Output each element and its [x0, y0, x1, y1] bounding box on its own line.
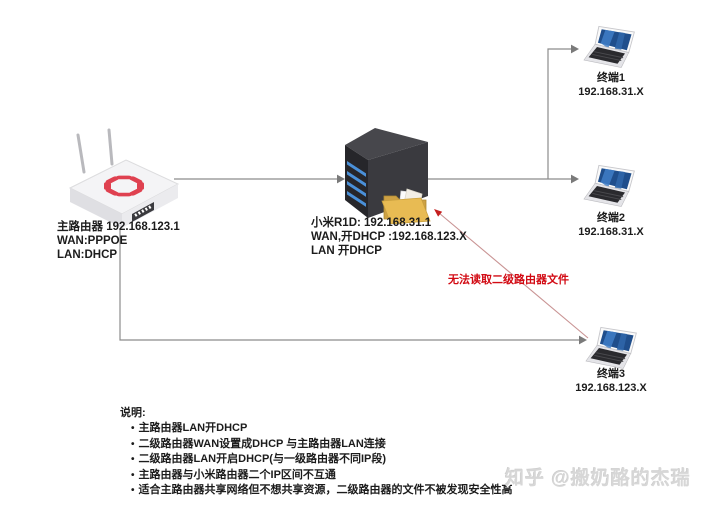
- connector-server-to-terminal2: [424, 174, 579, 184]
- antenna-icon: [76, 133, 86, 174]
- terminal1-name: 终端1: [596, 72, 626, 84]
- terminal2-ip: 192.168.31.X: [578, 226, 644, 238]
- note-item: •二级路由器WAN设置成DHCP 与主路由器LAN连接: [131, 437, 513, 452]
- connector-router-to-server: [174, 174, 345, 184]
- arrowhead-to-terminal2: [571, 174, 579, 184]
- note-item: •适合主路由器共享网络但不想共享资源，二级路由器的文件不被发现安全性高: [131, 483, 513, 498]
- note-item: •主路由器LAN开DHCP: [131, 421, 513, 436]
- zhihu-watermark: 知乎 @搬奶酪的杰瑞: [505, 468, 691, 489]
- secondary-router-title: 小米R1D: 192.168.31.1: [311, 217, 432, 229]
- bullet-icon: •: [131, 423, 135, 435]
- main-router-lan: LAN:DHCP: [57, 249, 118, 261]
- laptop-icon: [583, 164, 639, 208]
- terminal3-name: 终端3: [596, 368, 626, 380]
- connector-router-to-terminal3: [119, 228, 587, 345]
- shared-folder-icon: [381, 188, 431, 225]
- main-router-wan: WAN:PPPOE: [57, 235, 128, 247]
- note-item: •二级路由器LAN开启DHCP(与一级路由器不同IP段): [131, 452, 513, 467]
- error-arrow: [434, 209, 589, 339]
- connector-server-to-terminal1: [547, 44, 579, 179]
- arrowhead-to-server: [337, 174, 345, 184]
- secondary-router-wan: WAN,开DHCP :192.168.123.X: [311, 231, 467, 243]
- bullet-icon: •: [131, 438, 135, 450]
- note-text: 二级路由器LAN开启DHCP(与一级路由器不同IP段): [138, 453, 387, 466]
- secondary-router-label: 小米R1D: 192.168.31.1 WAN,开DHCP :192.168.1…: [311, 216, 467, 258]
- note-text: 主路由器与小米路由器二个IP区间不互通: [138, 468, 336, 481]
- bullet-icon: •: [131, 469, 135, 481]
- note-text: 适合主路由器共享网络但不想共享资源，二级路由器的文件不被发现安全性高: [138, 484, 513, 497]
- notes-title: 说明:: [120, 407, 146, 419]
- terminal3-ip: 192.168.123.X: [575, 382, 647, 394]
- terminal2-label: 终端2 192.168.31.X: [561, 212, 661, 239]
- laptop-icon: [583, 25, 639, 69]
- note-text: 二级路由器WAN设置成DHCP 与主路由器LAN连接: [138, 437, 386, 450]
- bullet-icon: •: [131, 454, 135, 466]
- laptop-icon: [585, 326, 641, 370]
- terminal3-label: 终端3 192.168.123.X: [561, 368, 661, 395]
- bullet-icon: •: [131, 485, 135, 497]
- main-router-title: 主路由器 192.168.123.1: [57, 221, 180, 233]
- terminal2-name: 终端2: [596, 212, 626, 224]
- error-arrowhead: [434, 209, 443, 217]
- wireless-router-icon: [62, 128, 182, 230]
- error-annotation: 无法读取二级路由器文件: [448, 274, 569, 286]
- terminal1-ip: 192.168.31.X: [578, 86, 644, 98]
- note-item: •主路由器与小米路由器二个IP区间不互通: [131, 468, 513, 483]
- notes-list: •主路由器LAN开DHCP •二级路由器WAN设置成DHCP 与主路由器LAN连…: [120, 421, 513, 498]
- note-text: 主路由器LAN开DHCP: [138, 422, 248, 435]
- notes-block: 说明: •主路由器LAN开DHCP •二级路由器WAN设置成DHCP 与主路由器…: [120, 406, 513, 498]
- main-router-label: 主路由器 192.168.123.1 WAN:PPPOE LAN:DHCP: [57, 220, 180, 262]
- arrowhead-to-terminal1: [571, 44, 579, 54]
- arrowhead-to-terminal3: [579, 335, 587, 345]
- antenna-icon: [107, 128, 114, 166]
- secondary-router-lan: LAN 开DHCP: [311, 245, 382, 257]
- terminal1-label: 终端1 192.168.31.X: [561, 72, 661, 99]
- drive-bay-leds: [347, 161, 366, 207]
- router-top-pattern: [104, 175, 144, 197]
